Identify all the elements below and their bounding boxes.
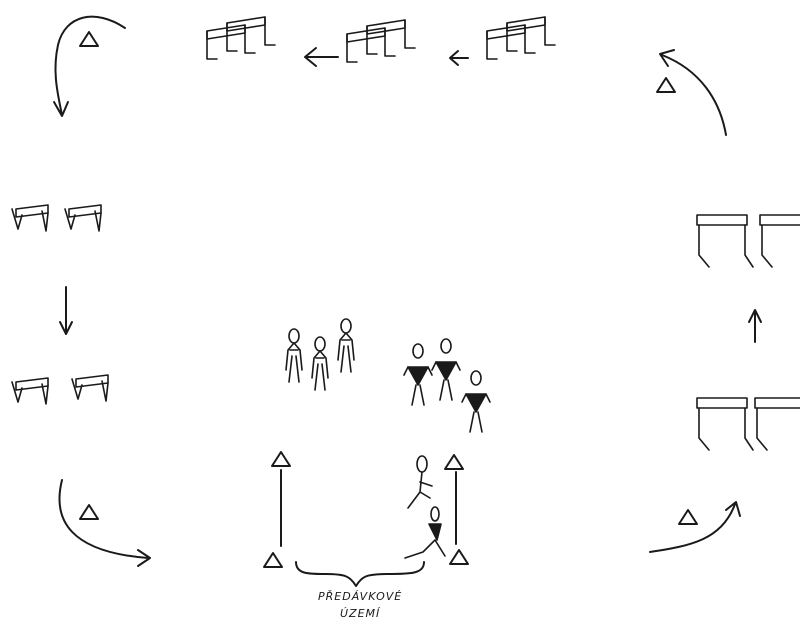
cone-icon	[679, 510, 697, 524]
curved-arrow-icon	[59, 480, 150, 566]
hurdle-icon	[760, 215, 800, 267]
runner-figure	[405, 507, 445, 558]
hurdle-icon	[755, 398, 800, 450]
hurdle-icon	[12, 378, 48, 404]
hurdle-icon	[697, 398, 753, 450]
runner-figure	[404, 344, 432, 405]
cone-icon	[450, 550, 468, 564]
runner-figure	[432, 339, 460, 400]
arrow-icon	[749, 310, 761, 342]
hurdle-icon	[72, 375, 108, 401]
hurdle-icon	[207, 17, 275, 59]
hurdle-icon	[65, 205, 101, 231]
curved-arrow-icon	[650, 502, 740, 552]
arrow-icon	[450, 51, 468, 65]
arrow-icon	[305, 48, 338, 66]
team-filled	[404, 339, 490, 432]
cone-icon	[80, 505, 98, 519]
runner-figure	[312, 337, 328, 390]
hurdle-icon	[12, 205, 48, 231]
runner-figure	[462, 371, 490, 432]
runner-figure	[286, 329, 302, 382]
top-hurdles	[207, 17, 555, 66]
hurdle-icon	[347, 20, 415, 62]
exchange-zone-label-line1: PŘEDÁVKOVÉ	[318, 590, 402, 603]
exchange-zone	[264, 452, 468, 586]
left-hurdles	[12, 205, 108, 404]
exchange-zone-label-line2: ÚZEMÍ	[340, 607, 380, 620]
cone-icon	[657, 78, 675, 92]
hurdle-icon	[697, 215, 753, 267]
right-hurdles	[697, 215, 800, 450]
cone-icon	[80, 32, 98, 46]
runner-figure	[338, 319, 354, 372]
hurdle-icon	[487, 17, 555, 59]
cone-icon	[272, 452, 290, 466]
cone-icon	[264, 553, 282, 567]
zone-brace	[296, 562, 424, 586]
runner-figure	[408, 456, 432, 508]
cone-icon	[445, 455, 463, 469]
arrow-icon	[60, 287, 72, 334]
team-outline	[286, 319, 354, 390]
